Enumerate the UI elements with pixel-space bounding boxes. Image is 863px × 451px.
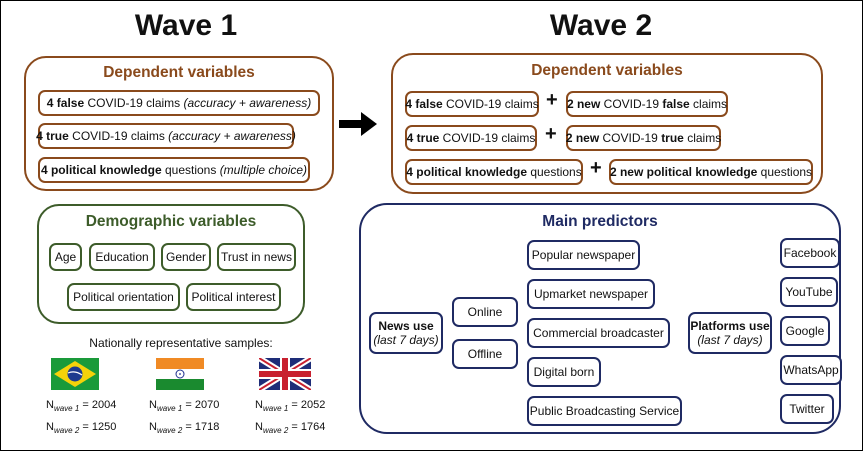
platform-twitter: Twitter <box>780 394 834 424</box>
demo-education: Education <box>89 243 155 271</box>
arrow-right-icon <box>339 112 377 136</box>
platform-google: Google <box>780 316 830 346</box>
demo-political-orientation: Political orientation <box>67 283 180 311</box>
wave1-political-knowledge-box: 4 political knowledge questions (multipl… <box>38 157 310 183</box>
demo-political-interest: Political interest <box>186 283 281 311</box>
platform-youtube: YouTube <box>780 277 838 307</box>
mode-online: Online <box>452 297 518 327</box>
plus-2: + <box>545 123 557 145</box>
wave2-dependent-title: Dependent variables <box>531 62 683 79</box>
samples-caption: Nationally representative samples: <box>89 336 273 350</box>
source-upmarket-newspaper: Upmarket newspaper <box>527 279 655 309</box>
source-public-broadcasting: Public Broadcasting Service <box>527 396 682 426</box>
news-use-box: News use (last 7 days) <box>369 312 443 354</box>
india-n-wave2: Nwave 2 = 1718 <box>149 421 220 436</box>
uk-n-wave2: Nwave 2 = 1764 <box>255 421 326 436</box>
mode-offline: Offline <box>452 339 518 369</box>
wave1-dependent-title: Dependent variables <box>103 64 255 81</box>
demographic-title: Demographic variables <box>85 213 257 230</box>
platforms-use-box: Platforms use (last 7 days) <box>688 312 772 354</box>
wave2-new-true-claims-box: 2 new COVID-19 true claims <box>566 125 721 151</box>
predictors-title: Main predictors <box>542 213 658 230</box>
india-n-wave1: Nwave 1 = 2070 <box>149 399 220 414</box>
platform-facebook: Facebook <box>780 238 840 268</box>
wave2-true-claims-box: 4 true COVID-19 claims <box>405 125 537 151</box>
wave1-title: Wave 1 <box>134 9 238 42</box>
source-commercial-broadcaster: Commercial broadcaster <box>527 318 670 348</box>
source-digital-born: Digital born <box>527 357 601 387</box>
plus-1: + <box>546 89 558 111</box>
wave1-demographic-panel: Demographic variables Age Education Gend… <box>37 204 305 324</box>
brazil-flag <box>51 358 99 390</box>
brazil-n-wave1: Nwave 1 = 2004 <box>46 399 117 414</box>
wave2-new-false-claims-box: 2 new COVID-19 false claims <box>566 91 728 117</box>
platform-whatsapp: WhatsApp <box>780 355 842 385</box>
source-popular-newspaper: Popular newspaper <box>527 240 640 270</box>
demo-trust-in-news: Trust in news <box>217 243 296 271</box>
wave2-dependent-panel: Dependent variables 4 false COVID-19 cla… <box>391 53 823 194</box>
wave2-false-claims-box: 4 false COVID-19 claims <box>405 91 539 117</box>
india-flag <box>156 358 204 390</box>
main-predictors-panel: Main predictors News use (last 7 days) O… <box>359 203 842 434</box>
wave1-false-claims-box: 4 false COVID-19 claims (accuracy + awar… <box>38 90 320 116</box>
wave1-true-claims-box: 4 true COVID-19 claims (accuracy + aware… <box>36 123 296 149</box>
uk-flag <box>259 358 311 390</box>
wave2-title: Wave 2 <box>549 9 653 42</box>
wave1-dependent-panel: Dependent variables 4 false COVID-19 cla… <box>24 56 334 191</box>
plus-3: + <box>590 157 602 179</box>
demo-age: Age <box>49 243 82 271</box>
demo-gender: Gender <box>161 243 211 271</box>
uk-n-wave1: Nwave 1 = 2052 <box>255 399 326 414</box>
wave2-political-knowledge-box: 4 political knowledge questions <box>405 159 583 185</box>
brazil-n-wave2: Nwave 2 = 1250 <box>46 421 117 436</box>
wave2-new-political-knowledge-box: 2 new political knowledge questions <box>609 159 813 185</box>
